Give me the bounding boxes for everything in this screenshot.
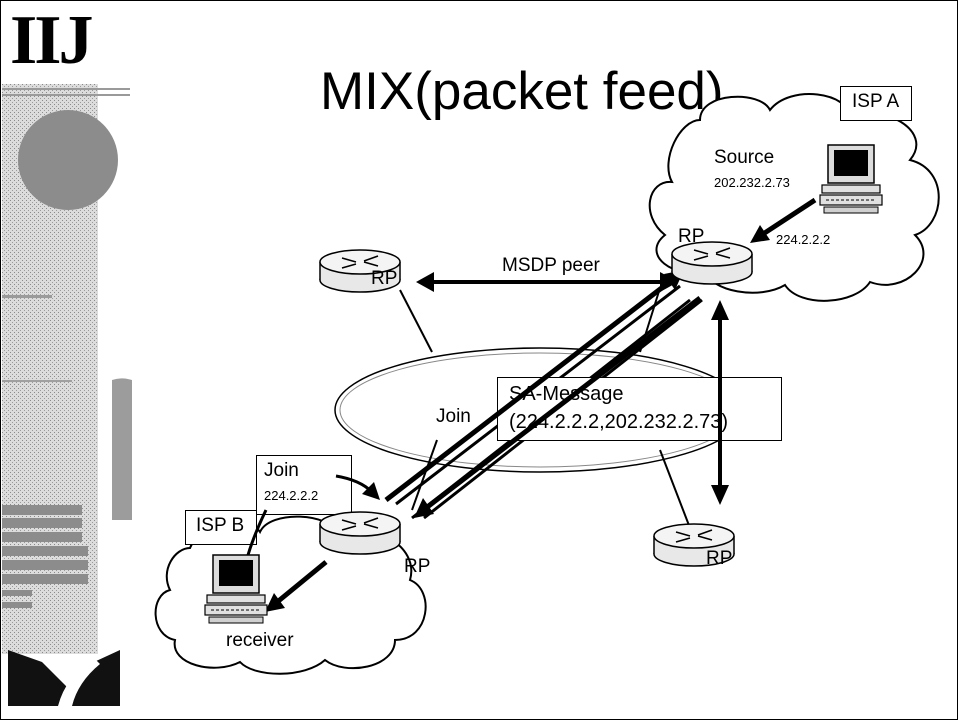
sa-message-line2: (224.2.2.2,202.232.2.73): [509, 411, 729, 433]
join-box: [256, 455, 352, 515]
router-icon: [319, 511, 401, 555]
source-group: 224.2.2.2: [776, 232, 831, 247]
sidebar-pattern: [2, 84, 132, 654]
isp-a-label: ISP A: [852, 91, 900, 112]
join-mid-label: Join: [436, 406, 471, 427]
router-icon: [653, 523, 735, 567]
source-label: Source: [714, 147, 775, 168]
rp-label-source: RP: [678, 226, 705, 247]
router-icon: [671, 241, 753, 285]
page-title: MIX(packet feed): [320, 62, 724, 121]
router-icon: [319, 249, 401, 293]
source-computer-icon: [819, 144, 883, 214]
mountain-logo-icon: [8, 650, 120, 706]
iij-logo: IIJ: [10, 2, 94, 79]
join-link-line: [246, 509, 268, 556]
receiver-label: receiver: [226, 630, 294, 651]
source-address: 202.232.2.73: [714, 175, 790, 190]
join-box-line2: 224.2.2.2: [264, 488, 319, 503]
sa-vertical-arrow: [711, 300, 729, 505]
source-arrow: [750, 197, 817, 243]
receiver-arrow: [265, 560, 328, 612]
receiver-computer-icon: [204, 554, 268, 624]
join-box-line1: Join: [264, 460, 299, 481]
rp-label-right: RP: [706, 548, 733, 569]
isp-b-label: ISP B: [196, 515, 245, 536]
sidebar-decoration: IIJ: [2, 0, 132, 720]
isp-a-box: [840, 86, 912, 121]
sa-message-box: [497, 377, 782, 441]
data-flow-arrows: [414, 296, 702, 518]
rp-label-left: RP: [371, 268, 398, 289]
sa-message-line1: SA-Message: [509, 383, 624, 405]
join-curved-arrow: [335, 474, 380, 500]
msdp-peer-label: MSDP peer: [502, 255, 600, 276]
rp-label-receiver: RP: [404, 556, 431, 577]
